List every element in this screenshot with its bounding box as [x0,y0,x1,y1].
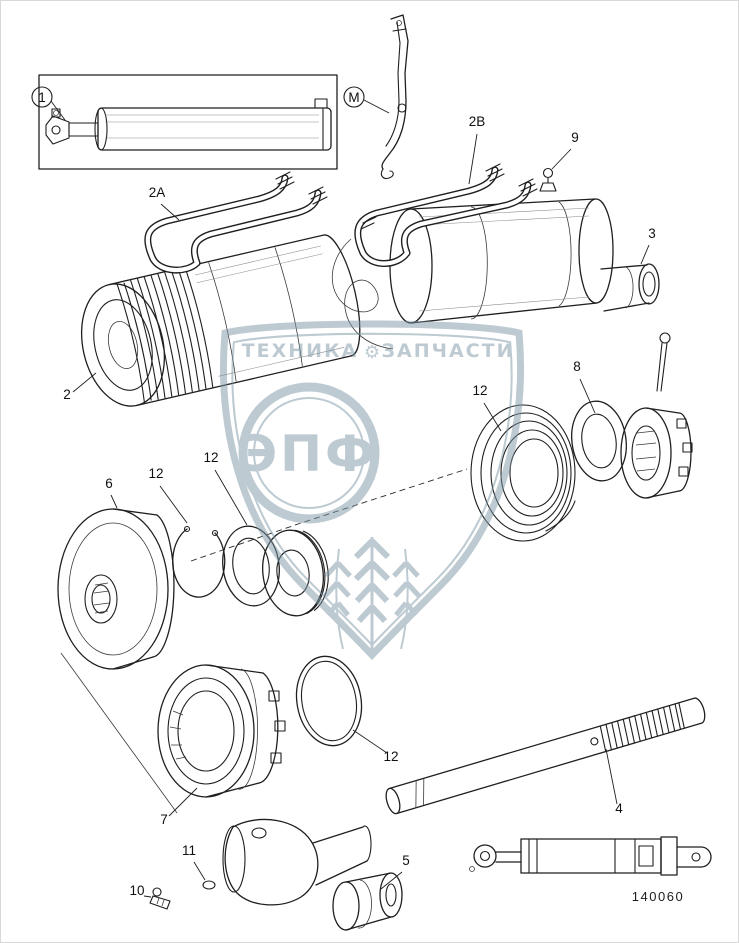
callout-4-label: 4 [615,801,623,816]
cylinder-body-right [331,198,660,350]
piston-rod-part4 [385,697,706,815]
handle-part2b [354,163,538,267]
callout-12-circlip-label: 12 [148,466,163,481]
wheat-ears-icon [323,537,421,651]
callout-12-oring-label: 12 [383,749,398,764]
lever-part [380,14,409,179]
assembly-axis-line [190,468,468,562]
piston-part5 [332,872,403,931]
watermark-brand-ring [238,382,380,524]
o-ring-part12 [295,655,363,747]
construction-line [60,652,178,814]
cylinder-barrel-part2 [80,234,361,407]
packing-seal [262,529,329,617]
rod-end-knuckle-part11 [202,818,372,906]
boot-part6 [57,508,175,670]
cotter-pin [656,332,671,392]
handle-part2a [144,171,328,274]
watermark-shield [220,320,524,661]
callout-m-label: M [348,90,359,105]
callout-2b-label: 2B [469,114,486,129]
callout-10-label: 10 [129,883,144,898]
callout-12-coil-label: 12 [472,383,487,398]
washer-part8 [571,400,627,482]
callout-9-label: 9 [571,130,579,145]
callout-8-label: 8 [573,359,581,374]
grease-fitting-part9 [539,167,557,192]
callout-1-label: 1 [38,90,46,105]
callout-m: M [343,86,390,114]
mini-assembly-drawing [469,836,712,876]
watermark-tagline-left: ТЕХНИКА [242,340,359,362]
callout-5-label: 5 [402,853,410,868]
watermark-tagline-right: ЗАПЧАСТИ [382,340,515,362]
callout-2-label: 2 [63,387,71,402]
watermark: ТЕХНИКА ⚙ ЗАПЧАСТИ ЭПФ [220,320,524,661]
callout-6-label: 6 [105,476,113,491]
callout-3-label: 3 [648,226,656,241]
zerk-fitting-part10 [149,887,171,910]
gland-cap [620,407,693,499]
callout-7-label: 7 [160,812,168,827]
gear-icon: ⚙ [364,342,380,363]
watermark-brand: ЭПФ [240,425,377,483]
coil-ring-part12 [470,404,576,542]
callout-12-washer-label: 12 [203,450,218,465]
gland-nut-part7 [157,664,286,798]
circlip-part12 [172,525,226,598]
callout-11-label: 11 [182,843,196,858]
hose-line [331,238,394,350]
callout-2a-label: 2A [149,185,166,200]
drawing-number: 140060 [632,889,684,904]
inset-assembly-box [38,74,338,170]
callout-1: 1 [31,86,66,121]
